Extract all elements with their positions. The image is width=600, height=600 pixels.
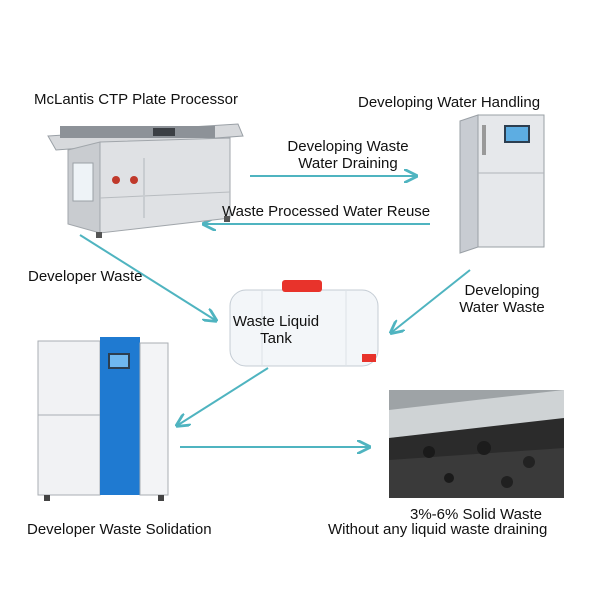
developing-water-waste-label: Developing Water Waste <box>452 282 552 316</box>
draining-label-line1: Developing Waste <box>287 138 409 155</box>
developing-water-waste-line2: Water Waste <box>459 299 545 316</box>
arrow-developing-water-waste <box>392 269 471 332</box>
solid-label-line1: 3%-6% Solid Waste <box>410 506 542 523</box>
tank-label-line2: Tank <box>260 330 292 347</box>
plastic-tank-icon <box>222 276 384 372</box>
solid-label-line2: Without any liquid waste draining <box>328 521 548 538</box>
reuse-label: Waste Processed Water Reuse <box>222 203 431 220</box>
ctp-processor-icon <box>38 108 248 240</box>
arrow-developer-waste <box>79 234 215 320</box>
tank-label-line1: Waste Liquid <box>232 313 320 330</box>
processor-label: McLantis CTP Plate Processor <box>34 91 238 108</box>
solidation-cabinet-icon <box>36 333 172 503</box>
developing-water-waste-line1: Developing <box>464 282 540 299</box>
tank-label: Waste Liquid Tank <box>221 313 331 347</box>
solidation-label: Developer Waste Solidation <box>27 521 212 538</box>
water-handling-cabinet-icon <box>456 113 548 255</box>
solid-waste-photo-icon <box>389 390 564 498</box>
water-handling-label: Developing Water Handling <box>358 94 541 111</box>
draining-label-line2: Water Draining <box>298 155 398 172</box>
draining-label: Developing Waste Water Draining <box>268 138 428 172</box>
arrow-tank-to-solidation <box>178 367 269 425</box>
developer-waste-label: Developer Waste <box>28 268 143 285</box>
